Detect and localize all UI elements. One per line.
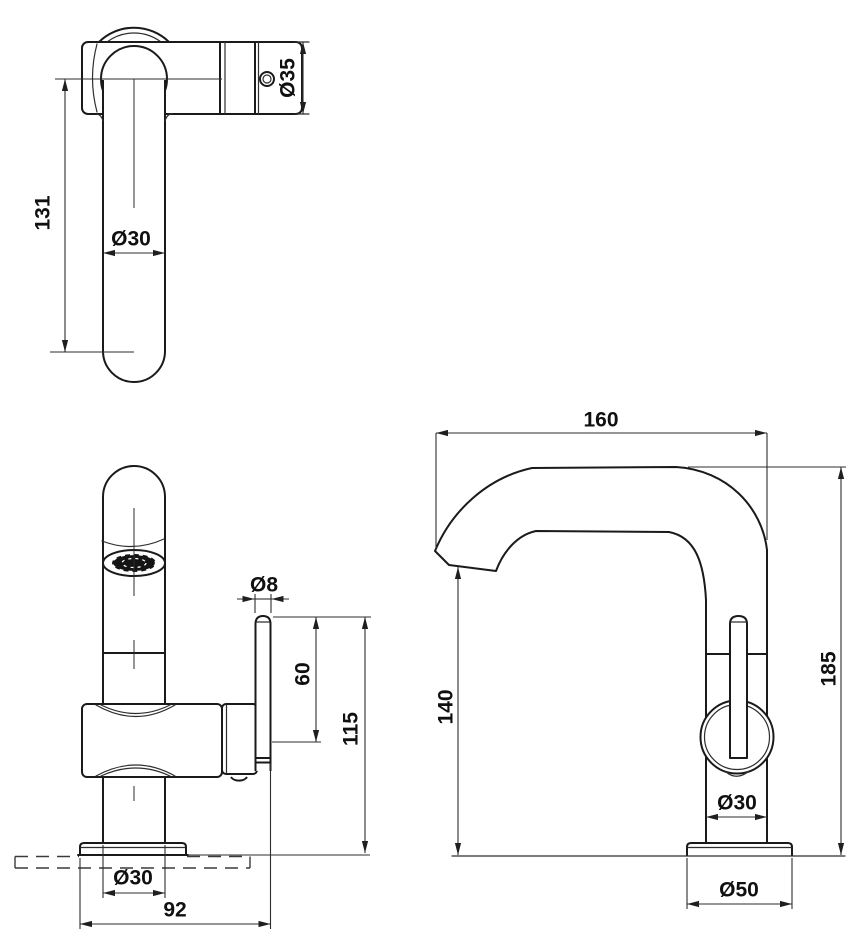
- dim-label-d50: Ø50: [719, 879, 759, 902]
- base-flange-front: [79, 842, 187, 855]
- handle-tube-top: [102, 80, 166, 383]
- dim-label-d35: Ø35: [277, 58, 300, 98]
- pivot-bottom-detail: [725, 770, 750, 777]
- dim-label-d30-side: Ø30: [717, 792, 757, 815]
- dim-label-115: 115: [340, 712, 363, 746]
- body-bottom-bump: [230, 776, 248, 782]
- dim-label-160: 160: [583, 409, 618, 432]
- body-waist-top-inner: [100, 704, 171, 714]
- lever-pivot-joint: [254, 757, 272, 764]
- handle-lever-front: [254, 615, 272, 771]
- set-screw-inner: [262, 74, 272, 84]
- dim-label-d8: Ø8: [250, 574, 278, 597]
- handle-housing-front: [221, 703, 258, 775]
- pivot-boss-arc-outer: [98, 26, 170, 43]
- body-waist-bottom-outer: [95, 764, 176, 777]
- top-view: 131 Ø30 Ø35: [32, 26, 310, 383]
- dim-label-d30-top: Ø30: [111, 228, 151, 251]
- dim-label-60: 60: [292, 662, 315, 685]
- dim-label-d30-front: Ø30: [113, 867, 153, 890]
- tube-fillet-right: [164, 113, 173, 122]
- pivot-boss-arc-inner: [106, 32, 162, 43]
- dim-label-131: 131: [32, 195, 55, 230]
- body-waist-top-outer: [95, 704, 176, 718]
- set-screw-outer: [259, 71, 275, 87]
- tube-fillet-left: [95, 113, 104, 122]
- side-view: 160 140 185 Ø30 Ø50: [434, 409, 846, 909]
- dim-label-140: 140: [435, 689, 458, 724]
- dim-label-185: 185: [818, 651, 841, 686]
- spout-mouth-rim: [101, 538, 165, 548]
- body-end-cap-arc: [91, 43, 98, 113]
- base-flange-side: [686, 842, 793, 856]
- dim-label-92: 92: [163, 899, 186, 922]
- handle-lever-side: [729, 615, 748, 759]
- spout-outline-side: [434, 466, 768, 844]
- countertop-phantom: [14, 855, 251, 869]
- front-view: Ø8 60 115 Ø30 92: [14, 465, 371, 929]
- body-waist-bottom-inner: [100, 767, 171, 777]
